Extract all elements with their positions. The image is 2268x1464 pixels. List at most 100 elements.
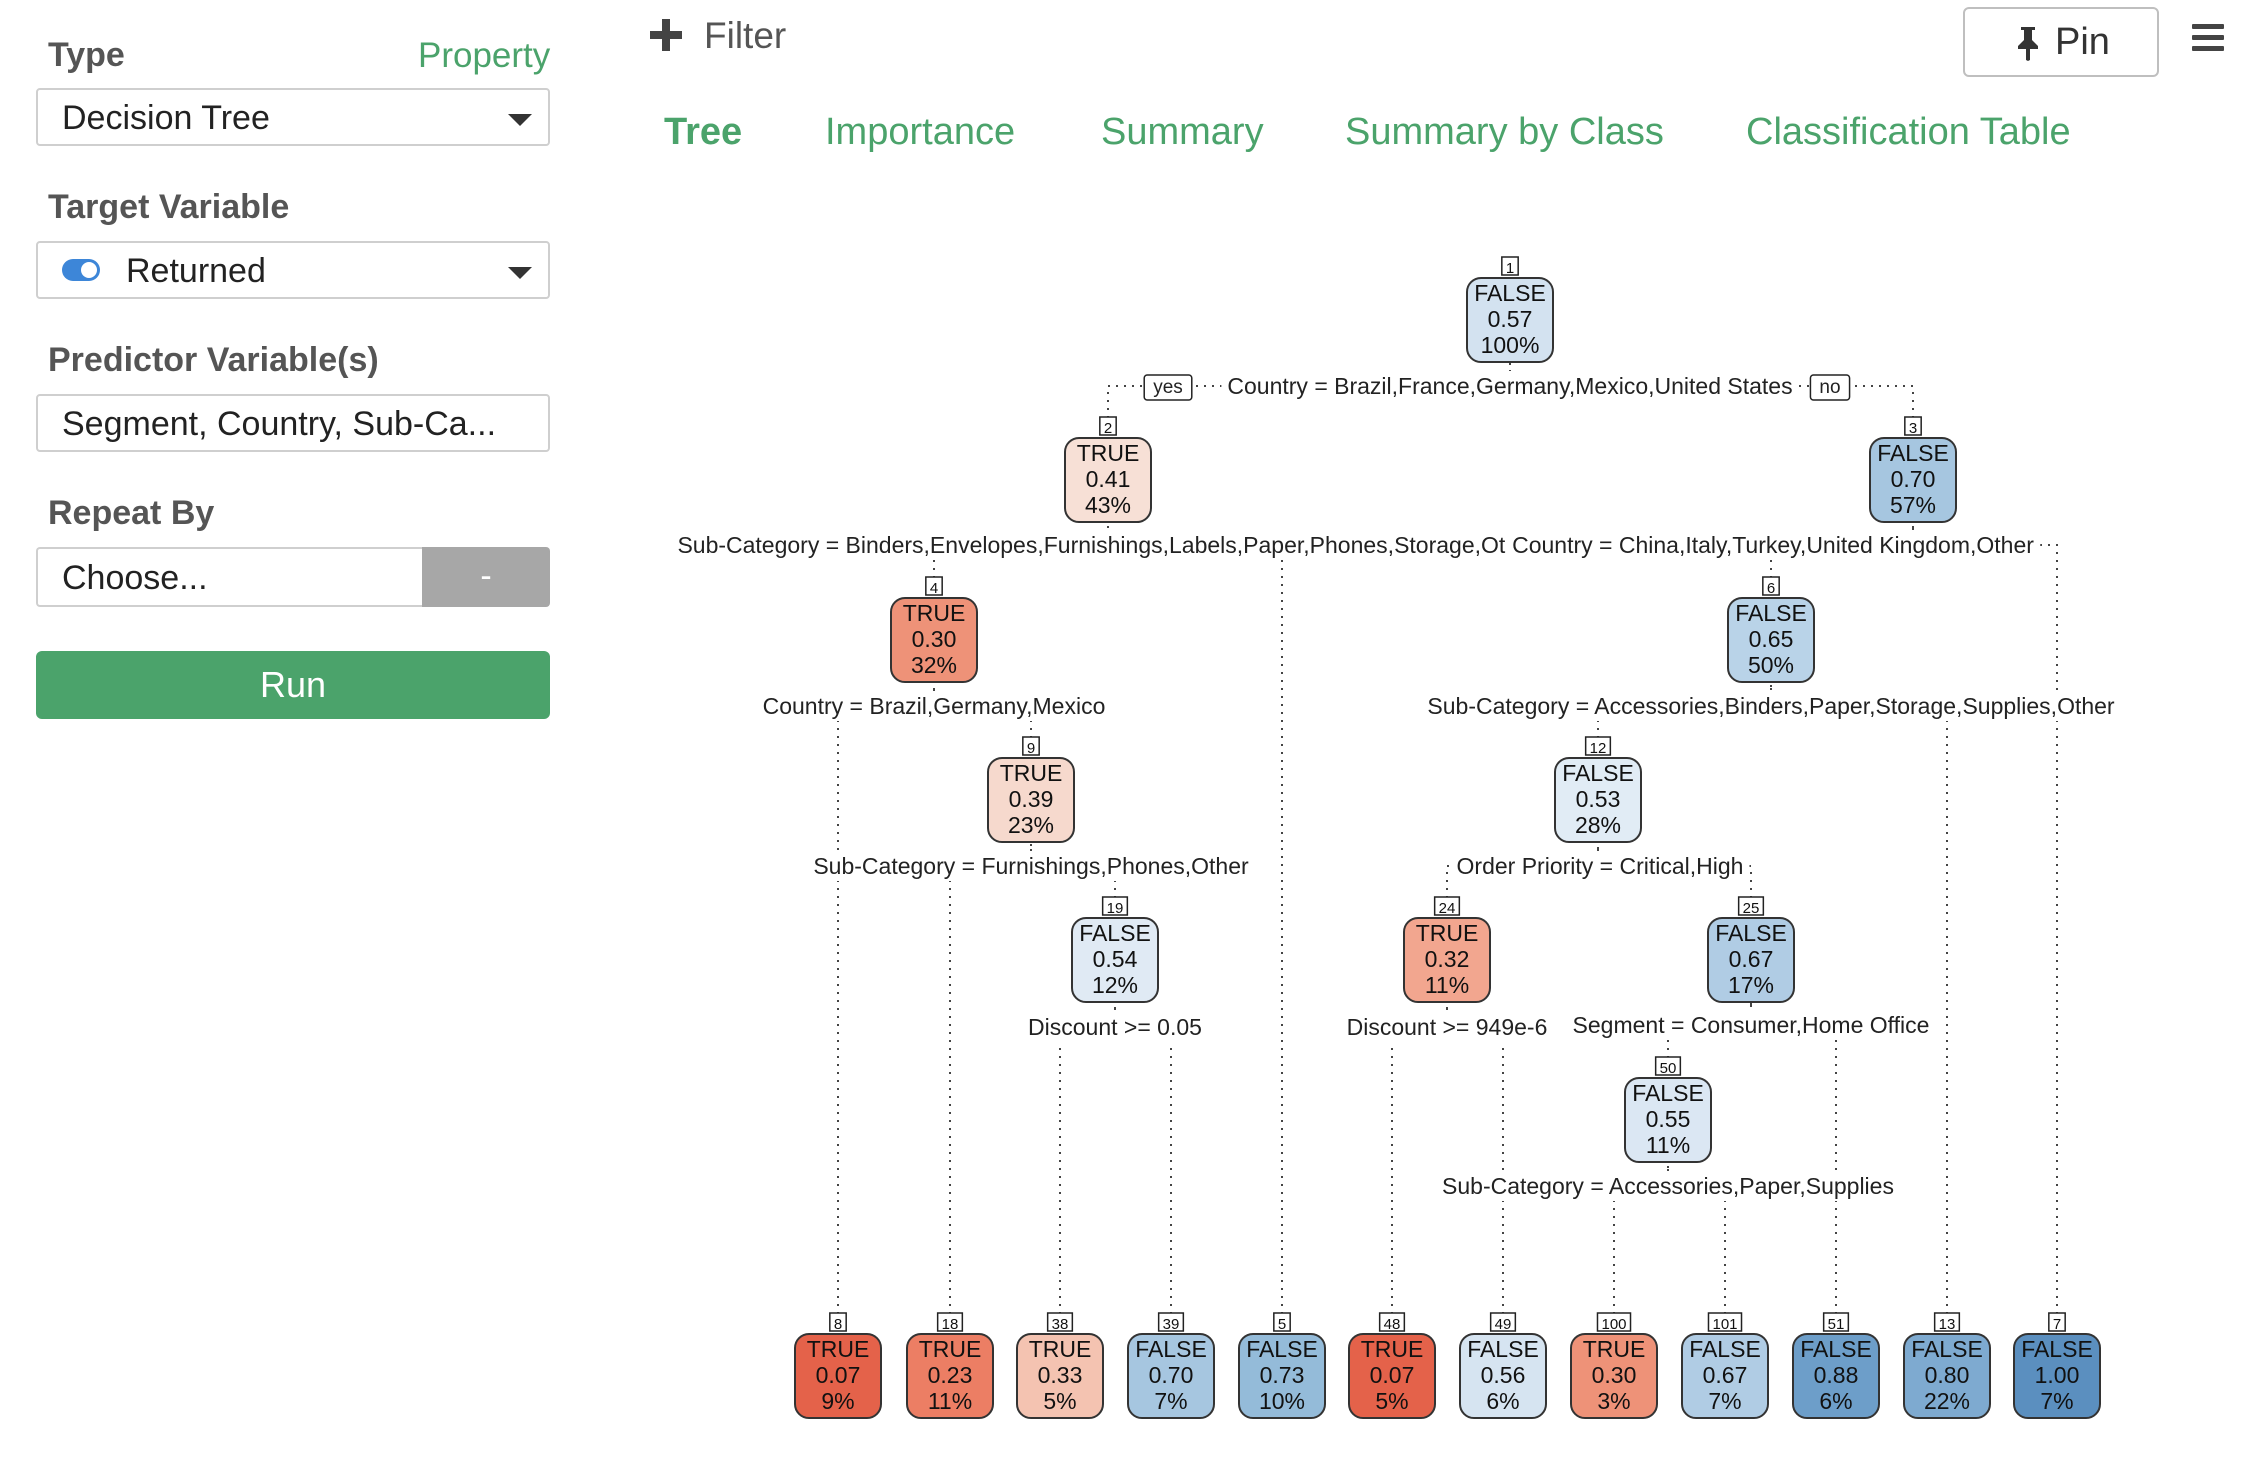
node-id: 51 (1828, 1316, 1845, 1333)
node-class: TRUE (1029, 1336, 1092, 1362)
node-id: 18 (942, 1316, 959, 1333)
tab-summary[interactable]: Summary (1101, 111, 1264, 153)
node-class: FALSE (1715, 920, 1787, 946)
node-probability: 0.23 (928, 1362, 973, 1388)
tree-edge (1446, 842, 1599, 898)
node-id: 2 (1104, 420, 1112, 437)
predictor-variables-value: Segment, Country, Sub-Ca... (62, 405, 497, 443)
node-percent: 43% (1085, 492, 1131, 518)
tree-edge (1597, 842, 1752, 898)
split-label: Sub-Category = Binders,Envelopes,Furnish… (677, 532, 1538, 558)
node-probability: 0.54 (1093, 946, 1138, 972)
node-id: 39 (1163, 1316, 1180, 1333)
toggle-icon (62, 259, 100, 281)
tab-importance[interactable]: Importance (825, 111, 1016, 153)
tree-edge (1667, 1002, 1752, 1058)
node-id: 100 (1601, 1316, 1626, 1333)
node-percent: 7% (2040, 1388, 2073, 1414)
split-label: Sub-Category = Accessories,Paper,Supplie… (1442, 1173, 1894, 1199)
repeat-by-clear-button[interactable]: - (422, 547, 550, 607)
repeat-by-select[interactable]: Choose... (36, 547, 422, 607)
node-id: 12 (1590, 740, 1607, 757)
pin-button[interactable]: Pin (1963, 7, 2159, 77)
node-id: 50 (1660, 1060, 1677, 1077)
hamburger-menu-icon[interactable] (2192, 24, 2224, 52)
type-select[interactable]: Decision Tree (36, 88, 550, 146)
node-probability: 0.30 (1592, 1362, 1637, 1388)
filter-button[interactable]: Filter (704, 15, 787, 56)
tree-edge (1059, 1002, 1116, 1314)
node-class: TRUE (807, 1336, 870, 1362)
tree-edge (1446, 1002, 1504, 1314)
tab-tree[interactable]: Tree (664, 111, 743, 153)
split-label: Sub-Category = Accessories,Binders,Paper… (1427, 693, 2115, 719)
node-probability: 0.80 (1925, 1362, 1970, 1388)
split-label: Discount >= 0.05 (1028, 1014, 1202, 1040)
node-probability: 0.07 (816, 1362, 861, 1388)
target-variable-label: Target Variable (48, 188, 290, 226)
tab-summary-by-class[interactable]: Summary by Class (1345, 111, 1664, 153)
node-id: 25 (1743, 900, 1760, 917)
node-percent: 57% (1890, 492, 1936, 518)
tree-edge (1667, 1162, 1726, 1314)
node-probability: 0.32 (1425, 946, 1470, 972)
node-class: FALSE (1632, 1080, 1704, 1106)
split-label: Segment = Consumer,Home Office (1573, 1012, 1930, 1038)
node-percent: 100% (1481, 332, 1540, 358)
property-link[interactable]: Property (418, 36, 551, 75)
node-probability: 0.39 (1009, 786, 1054, 812)
node-percent: 7% (1154, 1388, 1187, 1414)
node-percent: 11% (928, 1388, 972, 1414)
chevron-down-icon (508, 267, 532, 279)
tree-edge (1114, 1002, 1172, 1314)
node-percent: 3% (1597, 1388, 1630, 1414)
node-probability: 0.67 (1703, 1362, 1748, 1388)
node-probability: 0.30 (912, 626, 957, 652)
predictor-variables-label: Predictor Variable(s) (48, 341, 379, 379)
node-id: 8 (834, 1316, 842, 1333)
node-percent: 28% (1575, 812, 1621, 838)
node-percent: 32% (911, 652, 957, 678)
node-class: TRUE (1000, 760, 1063, 786)
node-id: 24 (1439, 900, 1456, 917)
node-id: 4 (930, 580, 938, 597)
node-percent: 23% (1008, 812, 1054, 838)
node-class: TRUE (1361, 1336, 1424, 1362)
node-class: FALSE (1079, 920, 1151, 946)
type-label: Type (48, 36, 125, 74)
node-probability: 0.57 (1488, 306, 1533, 332)
node-class: FALSE (1246, 1336, 1318, 1362)
node-class: FALSE (1689, 1336, 1761, 1362)
target-variable-select[interactable]: Returned (36, 241, 550, 299)
target-variable-value: Returned (126, 252, 266, 290)
node-id: 3 (1909, 420, 1917, 437)
plus-icon[interactable] (650, 19, 682, 51)
node-percent: 5% (1375, 1388, 1408, 1414)
node-probability: 0.41 (1086, 466, 1131, 492)
predictor-variables-input[interactable]: Segment, Country, Sub-Ca... (36, 394, 550, 452)
tab-classification-table[interactable]: Classification Table (1746, 111, 2071, 153)
type-select-value: Decision Tree (62, 99, 270, 137)
run-button[interactable]: Run (36, 651, 550, 719)
split-label: Country = Brazil,France,Germany,Mexico,U… (1227, 373, 1792, 399)
chevron-down-icon (508, 114, 532, 126)
tree-edge (1391, 1002, 1448, 1314)
node-class: FALSE (1735, 600, 1807, 626)
node-probability: 0.33 (1038, 1362, 1083, 1388)
node-id: 7 (2053, 1316, 2061, 1333)
node-class: FALSE (2021, 1336, 2093, 1362)
node-id: 5 (1278, 1316, 1286, 1333)
